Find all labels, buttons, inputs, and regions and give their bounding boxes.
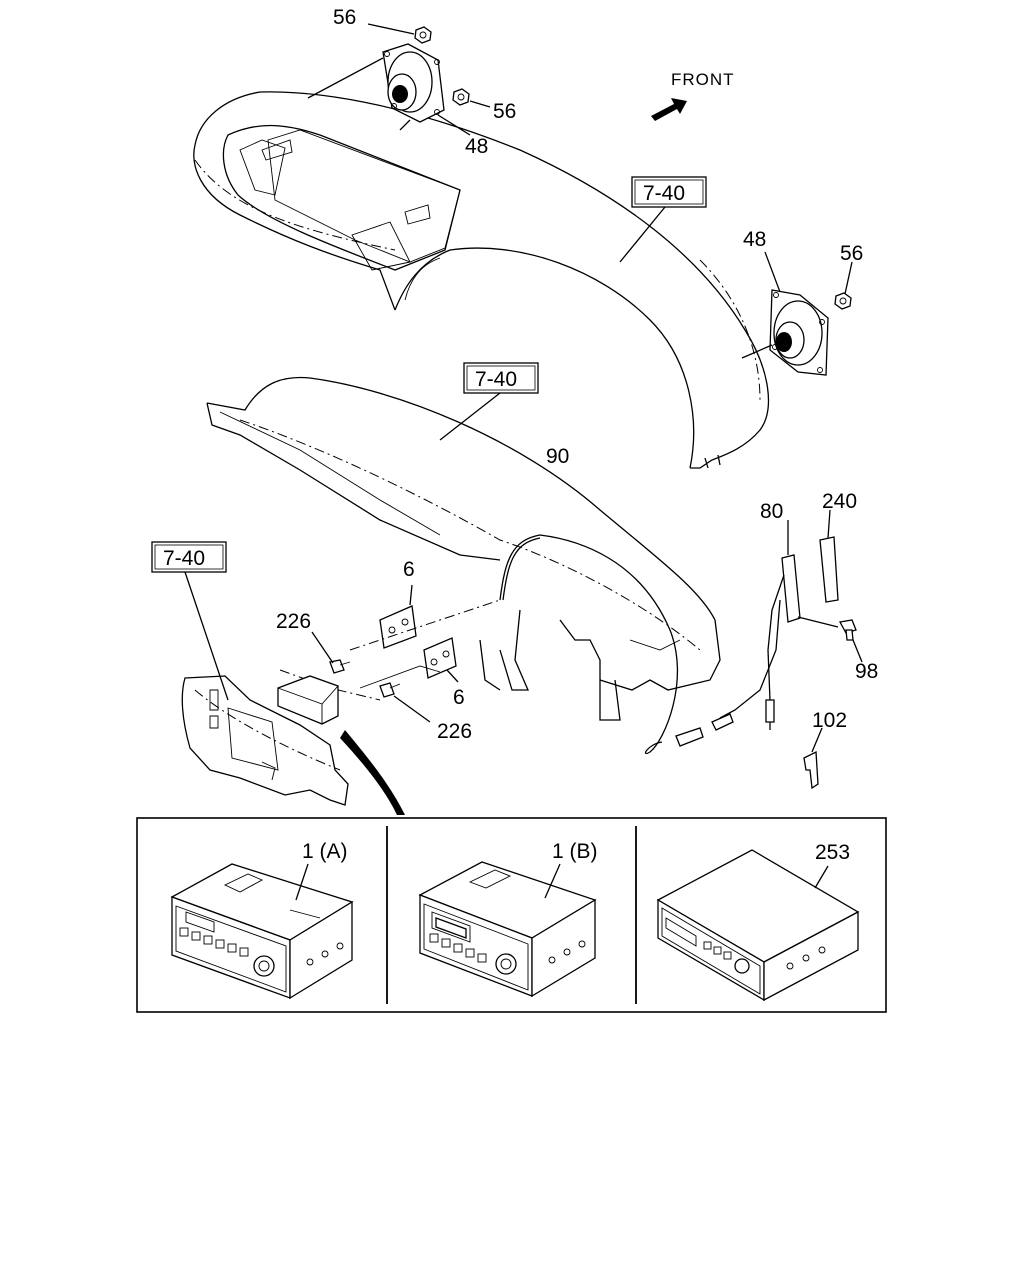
ref-upper-panel-label: 7-40	[643, 182, 685, 205]
bracket-6-top	[379, 605, 417, 649]
antenna-80	[719, 554, 801, 730]
callout-240: 240	[822, 490, 857, 513]
callout-6-top: 6	[403, 558, 415, 581]
variant-253-label: 253	[815, 841, 850, 864]
ref-lower-panel-label: 7-40	[475, 368, 517, 391]
callout-102: 102	[812, 709, 847, 732]
clip-102	[803, 750, 819, 790]
variant-a-label: 1 (A)	[302, 840, 348, 863]
side-panel	[181, 675, 349, 806]
callout-48-right: 48	[743, 228, 766, 251]
radio-variant-b	[418, 861, 597, 998]
speaker-48-left	[382, 43, 445, 123]
radio-variant-253	[656, 849, 860, 1002]
callout-56-mid: 56	[493, 100, 516, 123]
speaker-48-right	[769, 289, 829, 376]
callout-6-bottom: 6	[453, 686, 465, 709]
radio-unit-box	[277, 675, 339, 725]
front-arrow-icon	[651, 98, 687, 121]
callout-226-top: 226	[276, 610, 311, 633]
bracket-6-bottom	[423, 637, 457, 679]
bolt-226-bottom	[379, 682, 401, 698]
detail-pointer-icon	[340, 730, 405, 815]
callout-48-left: 48	[465, 135, 488, 158]
variant-b-label: 1 (B)	[552, 840, 598, 863]
callout-80: 80	[760, 500, 783, 523]
callout-226-bottom: 226	[437, 720, 472, 743]
radio-variant-a	[170, 863, 354, 1000]
nut-56-top	[414, 26, 432, 44]
ref-box-upper: 7-40	[631, 176, 707, 208]
ref-box-lower: 7-40	[463, 362, 539, 394]
antenna-cable-90	[499, 534, 734, 755]
callout-56-top: 56	[333, 6, 356, 29]
callout-90: 90	[546, 445, 569, 468]
nut-56-right	[834, 292, 852, 310]
screw-98	[838, 619, 857, 641]
ref-box-side: 7-40	[151, 541, 227, 573]
upper-dash-panel	[193, 91, 770, 469]
ref-side-panel-label: 7-40	[163, 547, 205, 570]
callout-56-right: 56	[840, 242, 863, 265]
front-indicator: FRONT	[651, 70, 735, 121]
lower-dash-panel	[206, 376, 721, 721]
part-240	[819, 536, 839, 603]
callout-98: 98	[855, 660, 878, 683]
bolt-226-top	[329, 659, 351, 674]
front-label: FRONT	[671, 70, 735, 89]
nut-56-mid	[452, 88, 470, 106]
